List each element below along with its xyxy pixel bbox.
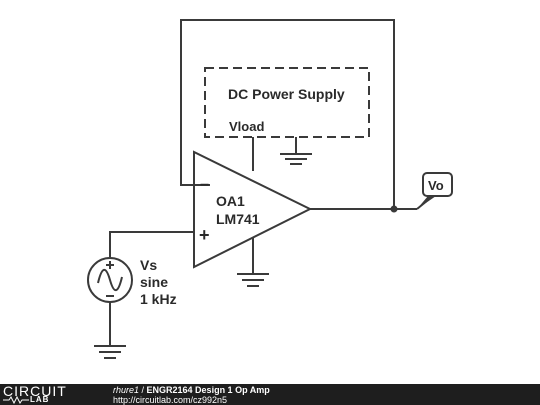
opamp-name-label: OA1 [216,193,245,209]
source-ground-icon [94,345,126,359]
vo-label-flag[interactable] [416,172,453,210]
footer-user[interactable]: rhure1 [113,385,140,395]
circuitlab-logo-sub: LAB [30,395,50,404]
dc-power-supply-box[interactable] [204,67,370,138]
circuitlab-logo[interactable]: CIRCUIT [3,383,67,399]
source-name-label: Vs [140,257,157,273]
input-wire [109,231,194,257]
sine-source-icon[interactable] [87,257,133,303]
opamp-plus-sign: + [199,225,210,245]
footer-meta: rhure1 / ENGR2164 Design 1 Op Amp [113,385,270,395]
footer-url[interactable]: http://circuitlab.com/cz992n5 [113,395,228,405]
vo-label-text: Vo [428,178,444,193]
supply-ground-icon [280,137,312,165]
dc-power-supply-label: DC Power Supply [228,86,345,102]
output-junction [390,205,398,213]
footer-bar: CIRCUIT LAB rhure1 / ENGR2164 Design 1 O… [0,384,540,405]
opamp-minus-sign: − [200,177,209,194]
source-type-label: sine [140,274,168,290]
footer-separator: / [139,385,147,395]
footer-circuit-title[interactable]: ENGR2164 Design 1 Op Amp [146,385,270,395]
resistor-wave-icon [3,396,29,404]
feedback-wire [180,19,395,209]
source-freq-label: 1 kHz [140,291,177,307]
vload-label: Vload [229,119,264,134]
circuit-schematic: DC Power Supply Vload − + OA1 LM741 Vo [87,19,453,359]
opamp-part-label: LM741 [216,211,260,227]
opamp-ground-icon [237,273,269,287]
